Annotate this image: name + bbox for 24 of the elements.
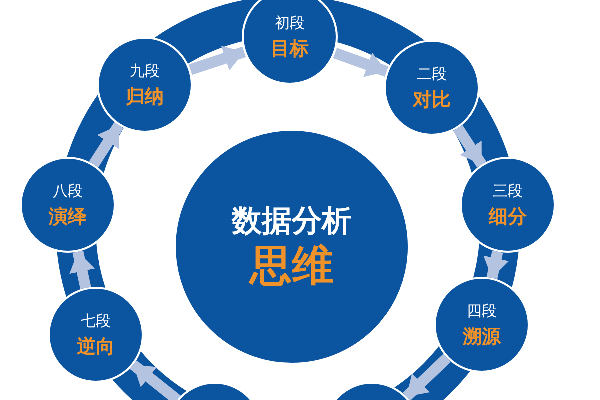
- arrow: [484, 250, 510, 280]
- stage-name: 溯源: [463, 325, 501, 349]
- arrow: [402, 354, 452, 400]
- arrow: [130, 360, 181, 400]
- arrow: [70, 250, 96, 290]
- stage-name: 对比: [413, 88, 451, 112]
- center-subtitle: 思维: [250, 241, 334, 291]
- center-title: 数据分析: [232, 203, 352, 241]
- stage-level: 二段: [417, 64, 447, 84]
- stage-level: 初段: [275, 13, 305, 33]
- stage-name: 目标: [271, 37, 309, 61]
- stage-level: 九段: [130, 61, 160, 81]
- arrow: [188, 46, 246, 76]
- arrow: [333, 48, 389, 78]
- stage-level: 三段: [493, 181, 523, 201]
- stage-name: 细分: [489, 205, 527, 229]
- stage-name: 演绎: [49, 205, 87, 229]
- stage-name: 逆向: [77, 335, 115, 359]
- stage-level: 四段: [467, 301, 497, 321]
- stage-level: 七段: [81, 311, 111, 331]
- stage-name: 归纳: [126, 85, 164, 109]
- arrow: [89, 122, 124, 168]
- arrow: [454, 125, 486, 168]
- stage-level: 八段: [53, 181, 83, 201]
